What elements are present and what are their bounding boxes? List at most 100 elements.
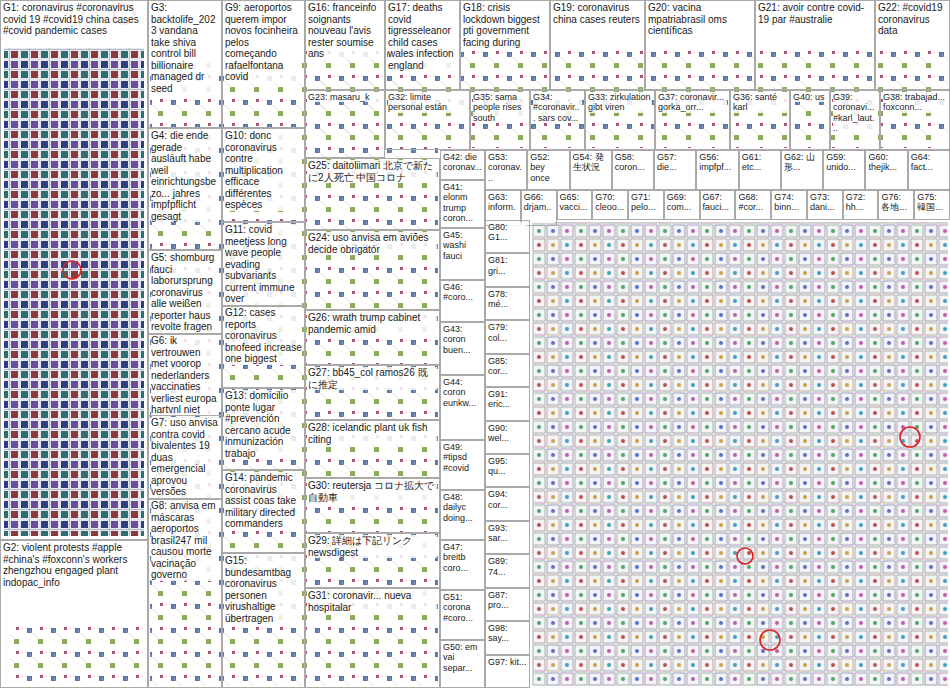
group-label: G14: pandemic coronavirus assist coas ta… [225,472,302,530]
group-box: G4: die ende gerade ausläuft habe weil e… [148,128,222,250]
group-box: G53: coronav... [485,150,527,190]
group-label: G21: avoir contre covid-19 par #australi… [758,2,872,25]
group-box: G19: coronavirus china cases reuters [550,0,645,90]
group-label: G66: drjam... [524,192,554,223]
group-box: G5: shomburg fauci laborursprung coronav… [148,250,222,335]
group-box: G24: uso anvisa em aviões decide obrigat… [305,230,440,310]
group-box: G48: dailyc doing... [440,490,485,540]
group-box: G26: wrath trump cabinet pandemic amid [305,310,440,365]
group-box: G76: 各地... [878,190,914,220]
group-label: G16: franceinfo soignants nouveau l'avis… [308,2,382,60]
group-box: G25: daitoliimari 北京で新たに2人死亡 中国コロナ [305,158,440,230]
group-box: G71: pelo... [628,190,664,220]
group-box: G17: deaths covid tigresseleanor child c… [385,0,460,90]
group-box: G16: franceinfo soignants nouveau l'avis… [305,0,385,90]
group-label: G28: icelandic plant uk fish citing [308,422,437,445]
group-label: G97: kit... [488,657,527,667]
group-box: G79: col... [485,320,530,353]
group-box: G42: die coronav... [440,150,485,180]
group-label: G57: die... [657,152,693,173]
group-box: G8: anvisa em máscaras aeroportos brasil… [148,498,222,688]
group-box: G13: domicilio ponte lugar #prevención c… [222,388,305,470]
group-label: G49: #tipsd #covid [443,442,482,473]
group-label: G53: coronav... [488,152,524,183]
group-box: G72: hh... [843,190,879,220]
group-label: G8: anvisa em máscaras aeroportos brasil… [151,500,219,581]
group-box: G2: violent protests #apple #china's #fo… [0,540,148,688]
group-label: G36: santé karl [733,92,787,113]
group-label: G93: sar... [488,523,527,544]
group-box: G74: binn... [771,190,807,220]
group-label: G32: limite personal están [388,92,467,113]
group-box: G27: bb45_col ramos26 既に推定 [305,365,440,420]
group-label: G31: coronavir... nueva hospitalar [308,590,437,613]
group-box: G15: bundesamtbag coronavirus personen v… [222,553,305,688]
group-label: G48: dailyc doing... [443,492,482,523]
group-label: G98: say... [488,623,527,644]
group-box: G49: #tipsd #covid [440,440,485,490]
group-label: G22: #covid19 coronavirus data [878,2,947,37]
group-label: G78: mé... [488,289,527,310]
group-box: G44: coron eunkw... [440,375,485,440]
group-box: G38: trabajad... foxconn... [880,90,950,150]
group-box: G80: G1... [485,220,530,253]
group-box: G50: em vai separ... [440,640,485,688]
group-box: G52: bey once [527,150,569,190]
group-box: G45: washi fauci [440,228,485,280]
group-label: G41: elonm trump coron... [443,182,482,223]
group-box: G61: etc... [739,150,781,190]
group-box: G70: cleoo... [592,190,628,220]
group-label: G10: donc coronavirus contre multiplicat… [225,130,302,211]
group-label: G7: uso anvisa contra covid bivalentes 1… [151,417,219,498]
group-label: G5: shomburg fauci laborursprung coronav… [151,252,219,333]
group-box: G93: sar... [485,521,530,554]
group-label: G23: masaru_k [308,92,382,102]
group-box: G32: limite personal están [385,90,470,150]
group-label: G73: dani... [810,192,840,213]
group-box: G18: crisis lockdown biggest pti governm… [460,0,550,90]
group-label: G81: gri... [488,255,527,276]
group-box: G94: cor... [485,487,530,520]
group-label: G47: breitb coro... [443,542,482,573]
group-label: G94: cor... [488,489,527,510]
group-box: G43: coron buen... [440,322,485,375]
group-label: G91: eric... [488,389,527,410]
group-box: G51: corona #coro... [440,590,485,640]
group-box: G23: masaru_k [305,90,385,158]
group-label: G68: #cor... [738,192,768,213]
group-label: G1: coronavirus #coronavirus covid 19 #c… [3,2,145,37]
group-box: G90: wel... [485,421,530,454]
group-label: G35: sama people rises south [473,92,527,123]
group-box: G6: ik vertrouwen met voorop nederlander… [148,333,222,418]
group-box: G68: #cor... [735,190,771,220]
group-box: G62: 山形... [781,150,823,190]
group-box: G36: santé karl [730,90,790,150]
group-box: G59: unido... [823,150,865,190]
group-label: G2: violent protests #apple #china's #fo… [3,542,145,588]
group-box: G91: eric... [485,387,530,420]
group-label: G27: bb45_col ramos26 既に推定 [308,367,437,390]
group-label: G34: #coronavir... sars cov... [533,92,582,123]
group-label: G38: trabajad... foxconn... [883,92,947,113]
group-label: G72: hh... [846,192,876,213]
group-label: G30: reutersja コロナ拡大で自動車 [308,480,437,503]
group-box: G67: fauci... [700,190,736,220]
group-label: G85: cor... [488,356,527,377]
group-box: G37: coronavir... gorka_orr... [655,90,730,150]
group-label: G45: washi fauci [443,230,482,261]
group-label: G44: coron eunkw... [443,377,482,408]
group-box: G87: pro... [485,588,530,621]
group-box: G41: elonm trump coron... [440,180,485,228]
group-box: G97: kit... [485,655,530,688]
group-label: G62: 山形... [784,152,820,173]
group-box: G65: vacci... [557,190,593,220]
group-label: G71: pelo... [631,192,661,213]
group-label: G15: bundesamtbag coronavirus personen v… [225,555,302,624]
group-label: G79: col... [488,322,527,343]
group-label: G20: vacina mpatriabrasil oms científica… [648,2,752,37]
group-box: G31: coronavir... nueva hospitalar [305,588,440,688]
group-label: G4: die ende gerade ausläuft habe weil e… [151,130,219,222]
group-box: G39: coronavi... #karl_laut... [830,90,880,150]
group-label: G56: impfpf... [699,152,735,173]
group-label: G29: 詳細は下記リンク newsdigest [308,535,437,558]
